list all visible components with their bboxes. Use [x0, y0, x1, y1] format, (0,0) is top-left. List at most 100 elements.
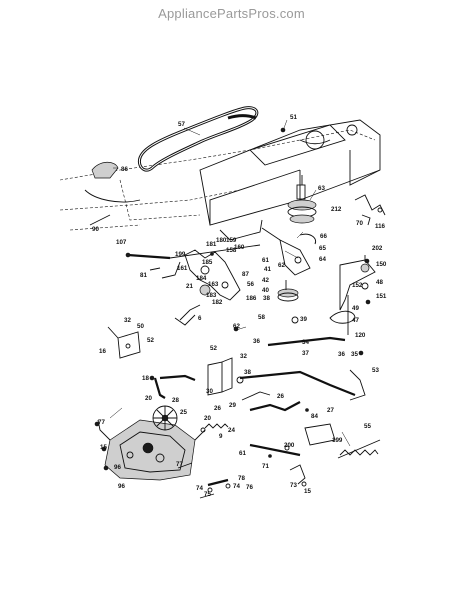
label-25: 25: [180, 409, 187, 416]
label-36: 36: [253, 338, 260, 345]
label-74: 74: [196, 485, 203, 492]
label-36b: 36: [338, 351, 345, 358]
rear-spring: [200, 423, 229, 433]
label-6: 6: [198, 315, 202, 322]
label-62: 62: [278, 262, 285, 269]
label-15b: 15: [304, 488, 311, 495]
label-163: 163: [208, 281, 219, 288]
label-77b: 77: [176, 461, 183, 468]
label-199b: 199: [332, 437, 343, 444]
lower-hardware: [177, 462, 307, 499]
label-152: 152: [352, 282, 363, 289]
label-35: 35: [351, 351, 358, 358]
idler-arm: [261, 227, 317, 276]
label-52b: 52: [210, 345, 217, 352]
engine-pulley: [287, 175, 317, 224]
label-57: 57: [178, 121, 185, 128]
label-20b: 20: [204, 415, 211, 422]
label-202: 202: [372, 245, 383, 252]
label-50: 50: [137, 323, 144, 330]
label-160: 160: [234, 244, 245, 251]
label-39: 39: [300, 316, 307, 323]
label-70: 70: [356, 220, 363, 227]
label-90: 90: [92, 226, 99, 233]
label-86: 86: [121, 166, 128, 173]
label-38: 38: [263, 295, 270, 302]
cooling-fan: [152, 405, 178, 431]
drive-belt: [137, 106, 259, 172]
label-48: 48: [376, 279, 383, 286]
label-96b: 96: [118, 483, 125, 490]
label-40: 40: [262, 287, 269, 294]
label-37: 37: [302, 350, 309, 357]
label-26b: 26: [214, 405, 221, 412]
label-42: 42: [262, 277, 269, 284]
label-87: 87: [242, 271, 249, 278]
label-53: 53: [372, 367, 379, 374]
label-9: 9: [219, 433, 223, 440]
middle-bracket: [207, 357, 233, 396]
frame-outline: [59, 119, 381, 241]
label-151: 151: [376, 293, 387, 300]
label-38b: 38: [244, 369, 251, 376]
leader-lines: [109, 119, 351, 447]
label-20: 20: [145, 395, 152, 402]
label-26: 26: [277, 393, 284, 400]
label-78: 78: [238, 475, 245, 482]
label-184: 184: [196, 275, 207, 282]
label-29: 29: [229, 402, 236, 409]
cross-rods: [236, 336, 366, 412]
label-158: 158: [226, 247, 237, 254]
idler-pulleys: [277, 280, 299, 324]
left-bracket: [107, 326, 141, 359]
label-199: 199: [175, 251, 186, 258]
label-107: 107: [116, 239, 127, 246]
label-66: 66: [320, 233, 327, 240]
label-47: 47: [352, 317, 359, 324]
label-15: 15: [100, 444, 107, 451]
label-116: 116: [375, 223, 386, 230]
transaxle: [97, 419, 206, 481]
part-labels: 57 51 86 63 212 70 116 90 107 66 202 65 …: [92, 114, 387, 498]
brake-rod: [249, 423, 336, 457]
label-181: 181: [206, 241, 217, 248]
bolts: [94, 127, 371, 471]
label-63: 63: [318, 185, 325, 192]
label-52: 52: [147, 337, 154, 344]
label-200: 200: [284, 442, 295, 449]
label-75: 75: [204, 491, 211, 498]
label-51: 51: [290, 114, 297, 121]
label-21: 21: [186, 283, 193, 290]
label-34: 34: [302, 339, 309, 346]
label-81: 81: [140, 272, 147, 279]
label-71: 71: [262, 463, 269, 470]
label-28: 28: [172, 397, 179, 404]
label-16: 16: [99, 348, 106, 355]
label-76: 76: [246, 484, 253, 491]
label-84: 84: [311, 413, 318, 420]
label-120: 120: [355, 332, 366, 339]
label-61: 61: [262, 257, 269, 264]
label-49: 49: [352, 305, 359, 312]
label-73: 73: [290, 482, 297, 489]
label-65: 65: [319, 245, 326, 252]
label-183: 183: [206, 292, 217, 299]
label-96: 96: [114, 464, 121, 471]
seat-bracket: [84, 161, 141, 226]
label-55: 55: [364, 423, 371, 430]
label-41: 41: [264, 266, 271, 273]
label-186: 186: [246, 295, 257, 302]
watermark-text: AppliancePartsPros.com: [158, 6, 305, 21]
label-62b: 62: [233, 323, 240, 330]
label-159: 159: [226, 237, 237, 244]
label-77: 77: [98, 419, 105, 426]
label-150: 150: [376, 261, 387, 268]
label-61b: 61: [239, 450, 246, 457]
right-bracket: [354, 194, 386, 226]
label-180: 180: [216, 237, 227, 244]
label-27: 27: [327, 407, 334, 414]
spring: [337, 439, 381, 459]
label-74b: 74: [233, 483, 240, 490]
label-182: 182: [212, 299, 223, 306]
